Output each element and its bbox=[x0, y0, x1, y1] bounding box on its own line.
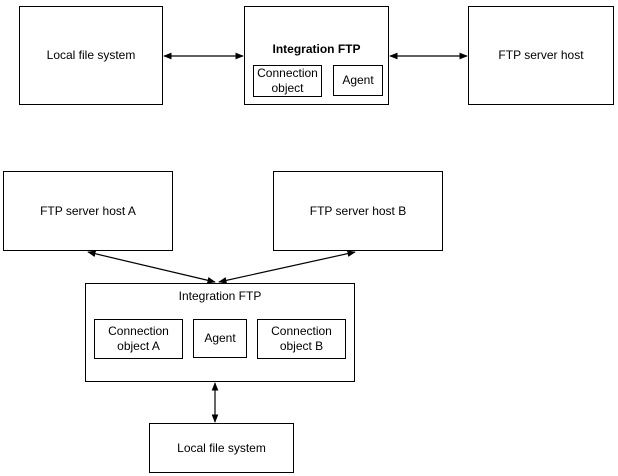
bottom-ftp-server-host-b-box: FTP server host B bbox=[273, 171, 443, 251]
bottom-local-file-system-label: Local file system bbox=[177, 440, 266, 455]
top-ftp-server-host-label: FTP server host bbox=[498, 48, 584, 62]
bottom-ftp-server-host-b-label: FTP server host B bbox=[309, 203, 407, 218]
bottom-connection-object-a-label: Connection object A bbox=[108, 324, 169, 353]
top-connection-object-box: Connection object bbox=[253, 65, 322, 97]
top-connection-object-label: Connection object bbox=[257, 66, 318, 95]
bottom-agent-box: Agent bbox=[193, 319, 247, 358]
bottom-ftp-server-host-a-box: FTP server host A bbox=[3, 171, 173, 251]
top-local-file-system-box: Local file system bbox=[19, 6, 163, 105]
top-integration-ftp-title: Integration FTP bbox=[272, 42, 361, 56]
bottom-local-file-system-box: Local file system bbox=[149, 423, 294, 473]
top-ftp-server-host-box: FTP server host bbox=[468, 6, 614, 105]
bottom-agent-label: Agent bbox=[204, 331, 236, 345]
bottom-host-b-to-integration-arrow bbox=[218, 250, 356, 284]
top-integration-ftp-box: Integration FTP Connection object Agent bbox=[244, 6, 389, 105]
bottom-ftp-server-host-a-label: FTP server host A bbox=[40, 203, 136, 218]
top-local-file-system-label: Local file system bbox=[46, 48, 136, 62]
top-agent-box: Agent bbox=[333, 65, 383, 96]
bottom-integration-ftp-title: Integration FTP bbox=[178, 289, 262, 303]
bottom-connection-object-b-box: Connection object B bbox=[257, 319, 346, 359]
bottom-connection-object-b-label: Connection object B bbox=[271, 324, 332, 353]
bottom-host-a-to-integration-arrow bbox=[87, 250, 216, 284]
bottom-connection-object-a-box: Connection object A bbox=[94, 319, 183, 359]
top-agent-label: Agent bbox=[342, 73, 374, 87]
bottom-integration-ftp-box: Integration FTP Connection object A Agen… bbox=[85, 283, 355, 382]
